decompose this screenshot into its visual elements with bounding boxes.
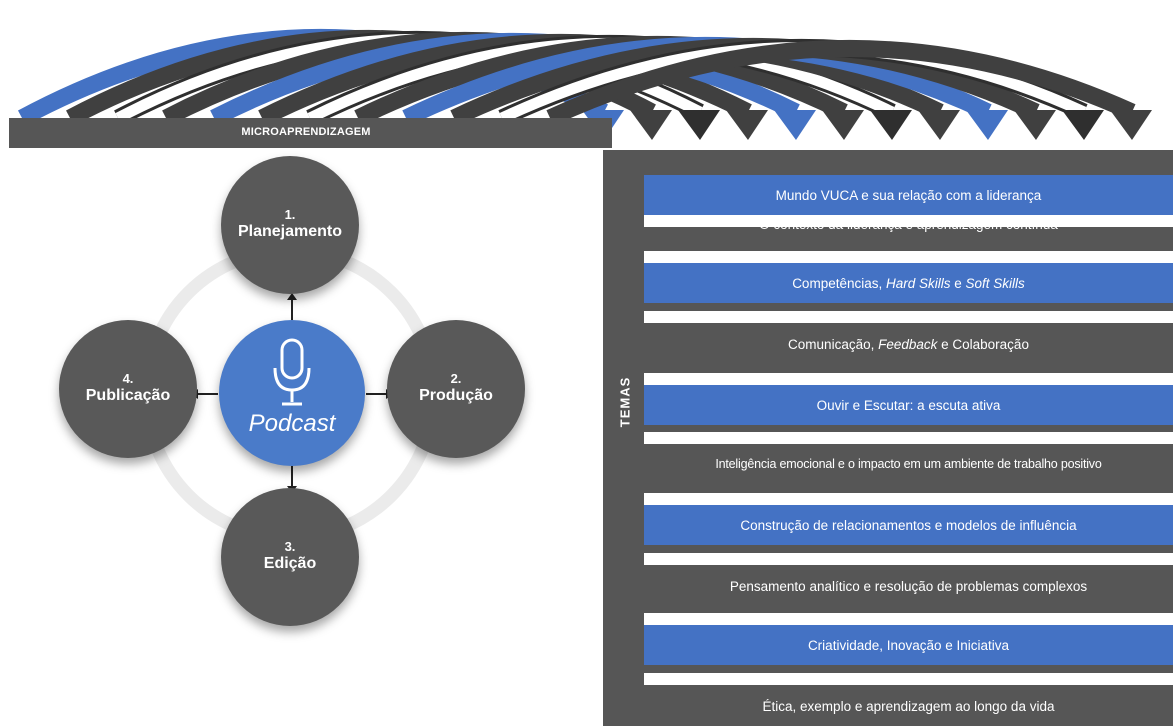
flow-arrowhead	[774, 110, 816, 140]
step-edicao: 3. Edição	[221, 488, 359, 626]
theme-4: Comunicação, Feedback e Colaboração	[644, 324, 1173, 364]
row-separator	[644, 553, 1173, 565]
flow-arcs	[17, 29, 1152, 140]
step-producao: 2. Produção	[387, 320, 525, 458]
podcast-label: Podcast	[248, 410, 336, 437]
theme-1: Mundo VUCA e sua relação com a liderança	[644, 175, 1173, 215]
flow-arrowhead	[1062, 110, 1104, 140]
flow-arrowhead	[678, 110, 720, 140]
flow-arrowhead	[966, 110, 1008, 140]
theme-4-text: Comunicação, Feedback e Colaboração	[788, 336, 1029, 352]
step-publicacao: 4. Publicação	[59, 320, 197, 458]
row-separator	[644, 673, 1173, 685]
row-separator	[644, 215, 1173, 227]
podcast-center: Podcast	[219, 320, 365, 466]
row-separator	[644, 311, 1173, 323]
banner-label: MICROAPRENDIZAGEM	[241, 126, 371, 138]
row-separator	[644, 493, 1173, 505]
flow-arrowhead	[1110, 110, 1152, 140]
arrow-up-icon	[287, 293, 297, 320]
theme-5: Ouvir e Escutar: a escuta ativa	[644, 385, 1173, 425]
microaprendizagem-banner	[9, 118, 612, 148]
flow-arrowhead	[822, 110, 864, 140]
row-separator	[644, 373, 1173, 385]
theme-6: Inteligência emocional e o impacto em um…	[715, 457, 1102, 471]
row-separator	[644, 432, 1173, 444]
flow-arc	[546, 39, 1136, 126]
row-separator	[644, 251, 1173, 263]
theme-9: Criatividade, Inovação e Iniciativa	[644, 625, 1173, 665]
temas-label: TEMAS	[617, 376, 633, 428]
step-planejamento: 1. Planejamento	[221, 156, 359, 294]
row-separator	[644, 613, 1173, 625]
flow-arrowhead	[630, 110, 672, 140]
microphone-icon	[273, 338, 311, 406]
flow-arrowhead	[918, 110, 960, 140]
flow-arrowhead	[726, 110, 768, 140]
theme-10: Ética, exemplo e aprendizagem ao longo d…	[762, 698, 1055, 714]
theme-8: Pensamento analítico e resolução de prob…	[729, 578, 1088, 594]
flow-arrowhead	[870, 110, 912, 140]
flow-arrowhead	[1014, 110, 1056, 140]
theme-7: Construção de relacionamentos e modelos …	[644, 505, 1173, 545]
theme-3: Competências, Hard Skills e Soft Skills	[644, 263, 1173, 303]
theme-3-text: Competências, Hard Skills e Soft Skills	[792, 275, 1025, 291]
